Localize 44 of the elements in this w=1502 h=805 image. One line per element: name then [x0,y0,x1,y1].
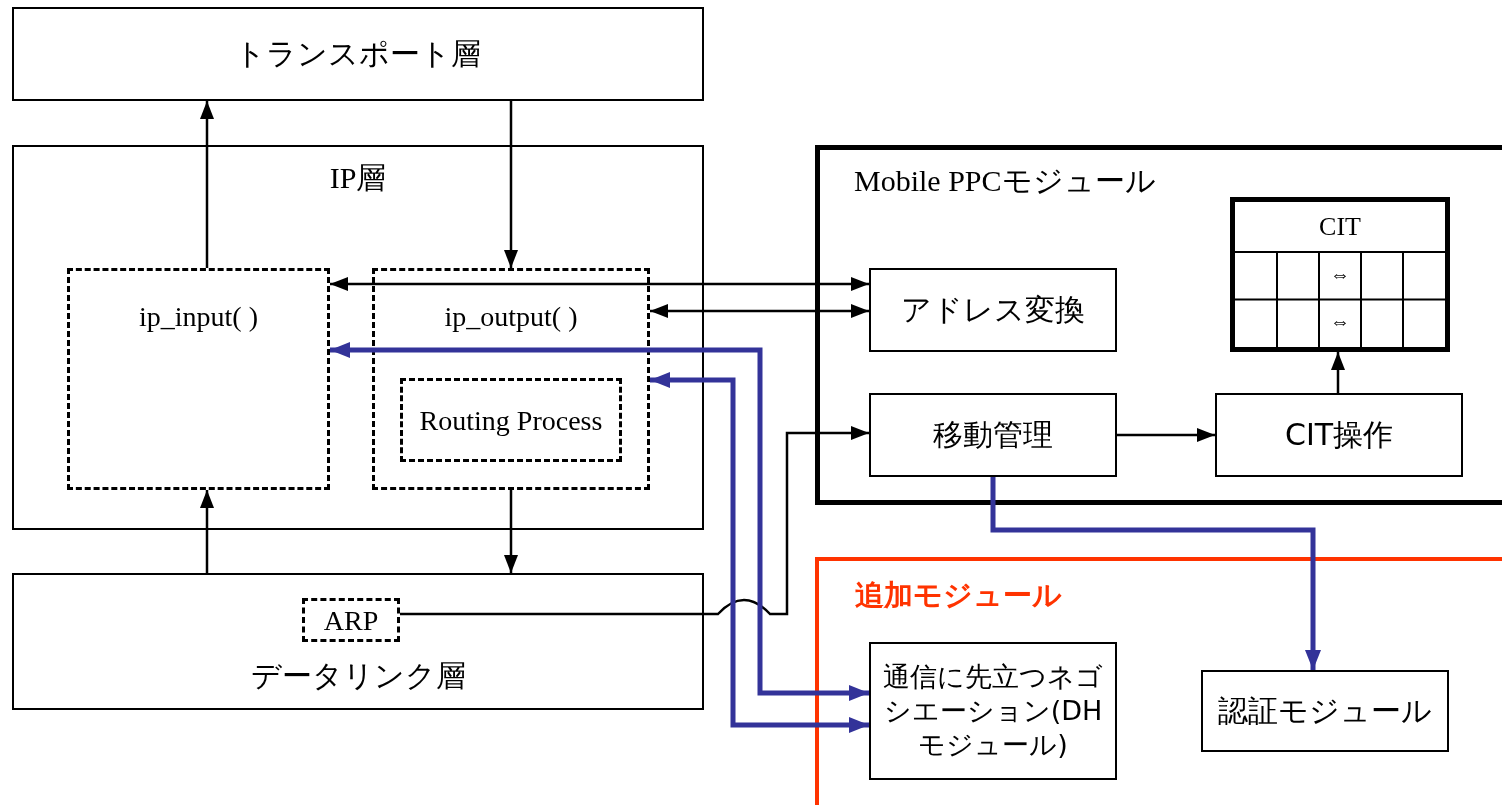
process-box [869,642,1117,780]
box-label: データリンク層 [249,657,467,695]
process-box [869,393,1117,477]
mapping-symbol: ⇔ [1329,262,1351,286]
layer-box [12,7,704,101]
arrow [330,277,869,291]
box-label: ip_output( ) [443,300,579,334]
box-label: IP層 [328,160,388,196]
box-label: 通信に先立つネゴシエーション(DHモジュール) [882,660,1104,762]
layer-box [12,573,704,710]
process-box [302,598,400,642]
box-label: 認証モジュール [1217,692,1433,730]
box-label: CIT操作 [1283,416,1395,454]
arrow [330,342,869,701]
arrow [400,426,869,616]
box-label: Mobile PPCモジュール [854,163,1156,199]
layer-box [12,145,704,530]
box-label: ARP [322,603,380,638]
table [1230,197,1450,352]
arrow [1331,352,1345,393]
box-label: ip_input( ) [138,300,259,334]
box-label: トランスポート層 [234,35,482,73]
function-box [372,268,650,490]
mapping-symbol: ⇔ [1329,310,1351,334]
process-box [1201,670,1449,752]
box-label: Routing Process [418,403,604,438]
box-label: 移動管理 [932,416,1054,454]
process-box [400,378,622,462]
arrow [1117,428,1215,442]
arrow [504,101,518,268]
arrow [990,477,1321,670]
arrow [200,490,214,573]
module-region [815,557,1502,805]
box-label: アドレス変換 [900,291,1086,329]
function-box [67,268,330,490]
arrow [650,304,869,318]
process-box [869,268,1117,352]
arrow [650,372,869,733]
table-title: CIT [1318,212,1362,242]
process-box [1215,393,1463,477]
arrow [200,101,214,268]
arrow [504,490,518,573]
module-box [815,145,1502,505]
box-label: 追加モジュール [855,577,1062,614]
